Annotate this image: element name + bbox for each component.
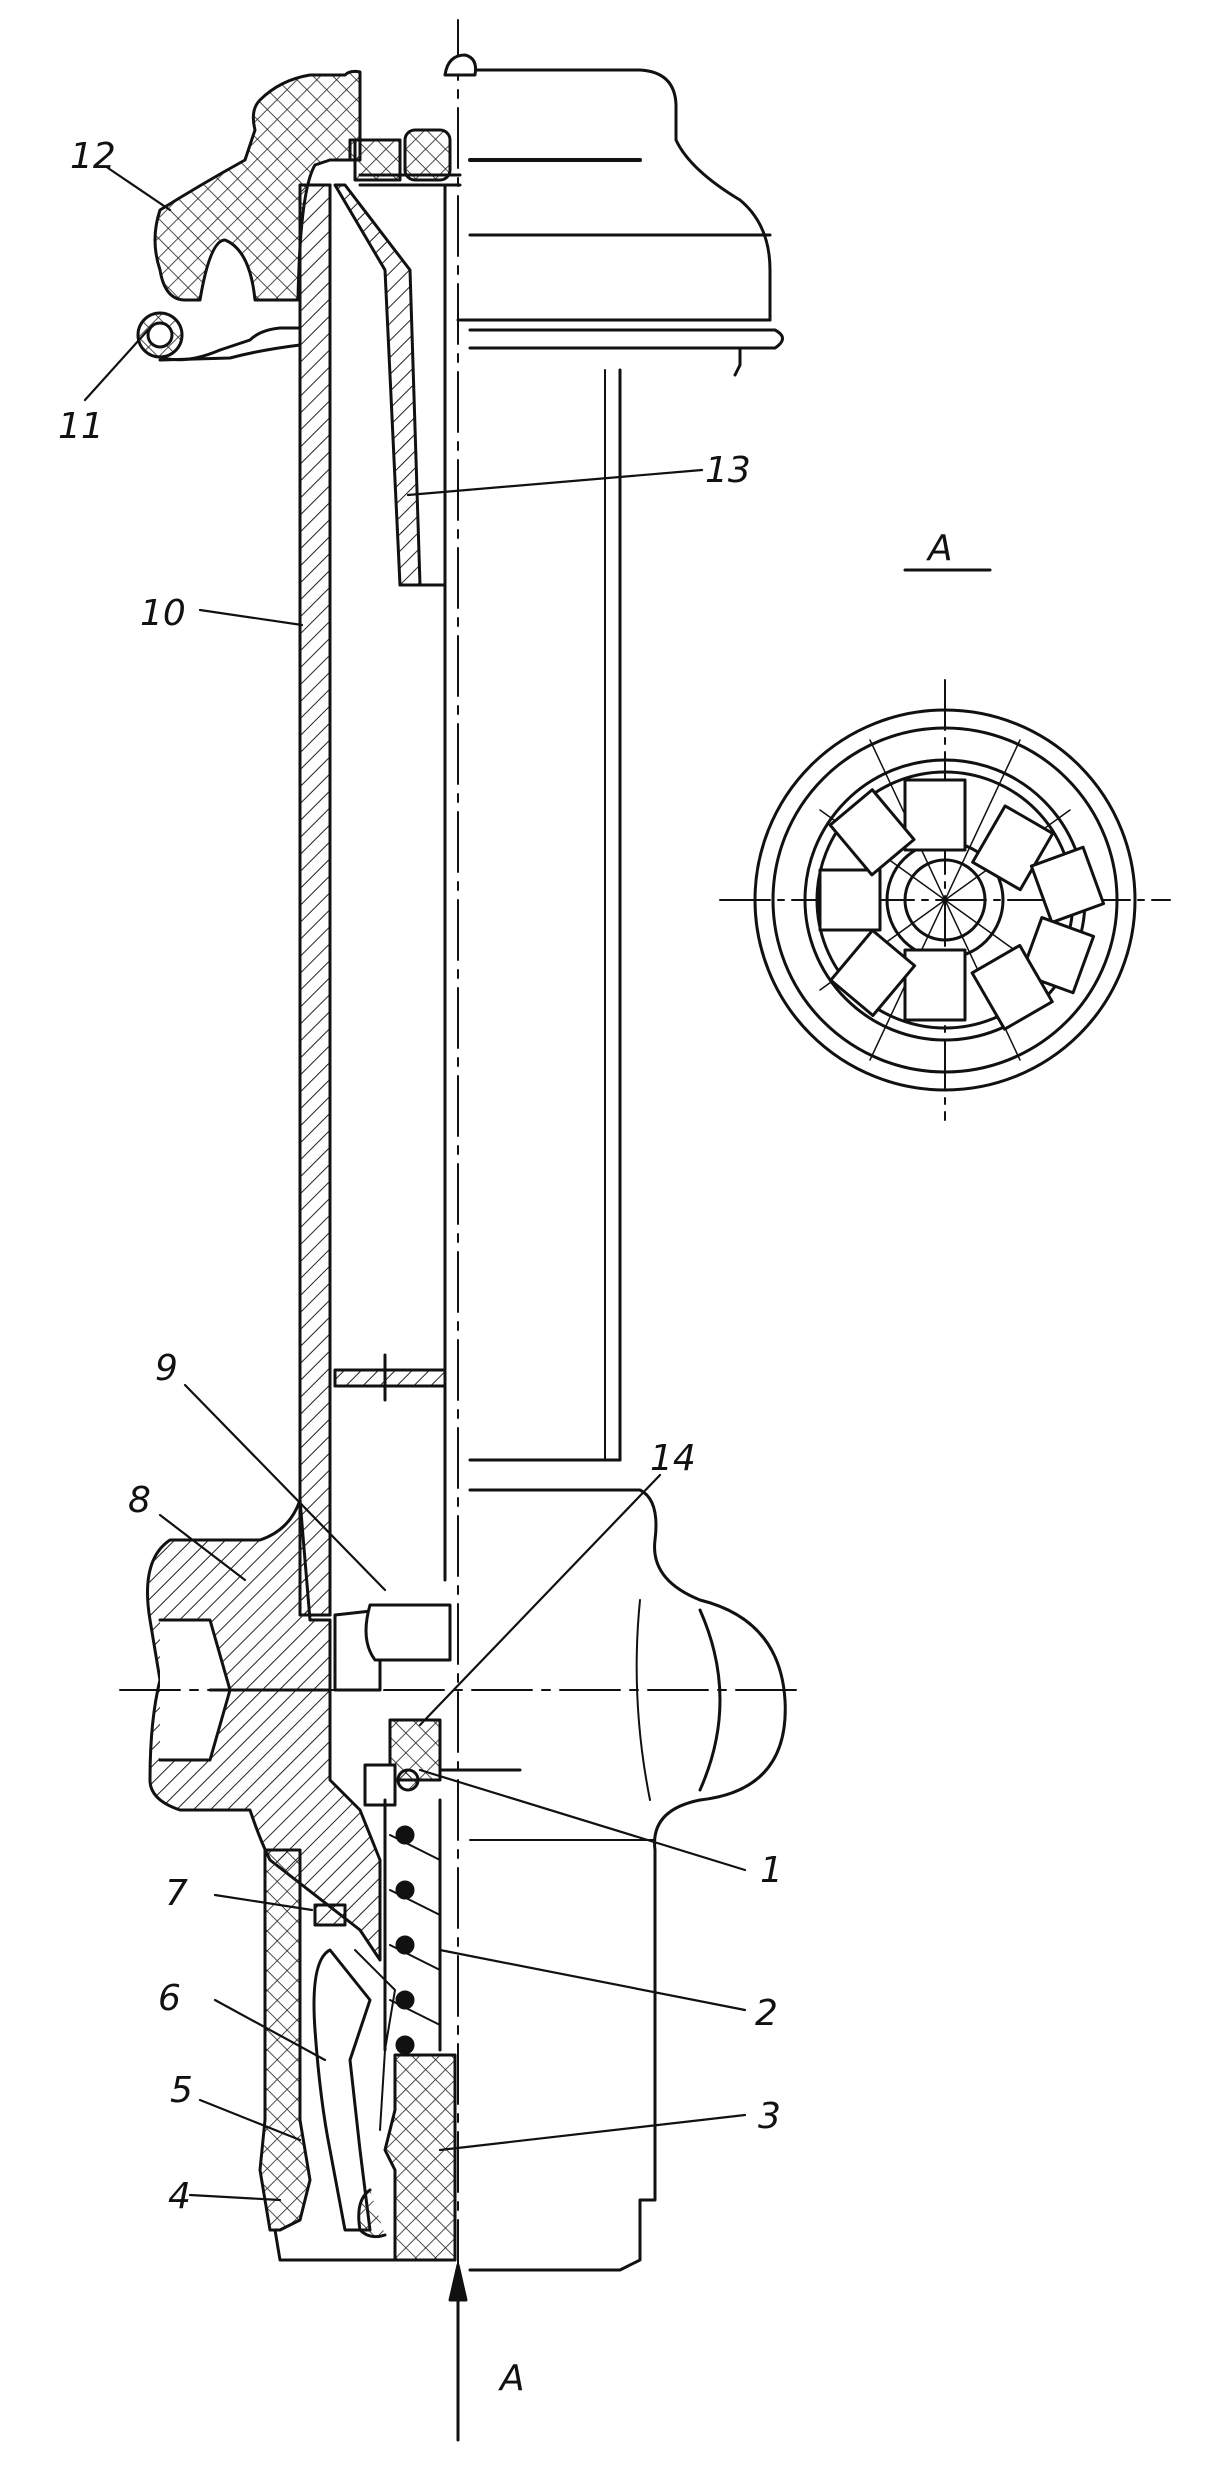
callout-12: 12 — [70, 136, 116, 177]
middle-spacer — [333, 1353, 447, 1402]
callout-10: 10 — [140, 593, 186, 634]
callout-3: 3 — [758, 2096, 781, 2137]
callout-6: 6 — [158, 1978, 181, 2019]
outer-tube-right — [468, 368, 622, 1462]
callout-4: 4 — [168, 2176, 191, 2217]
view-a — [719, 568, 1171, 1121]
callout-1: 1 — [760, 1850, 783, 1891]
tube-10 — [298, 183, 447, 1617]
view-title: A — [926, 528, 953, 569]
callout-2: 2 — [755, 1993, 778, 2034]
view-arrow-label: A — [498, 2358, 525, 2399]
callout-7: 7 — [165, 1873, 188, 1914]
leader-lines — [83, 166, 747, 2202]
top-head — [136, 53, 784, 377]
callout-5: 5 — [170, 2070, 193, 2111]
lower-body — [119, 1488, 801, 2272]
callout-labels: 12 11 13 10 9 8 14 1 2 3 7 6 5 4 A A — [58, 136, 953, 2399]
view-arrow — [448, 2263, 468, 2442]
callout-8: 8 — [128, 1480, 151, 1521]
callout-14: 14 — [650, 1438, 696, 1479]
callout-13: 13 — [705, 450, 751, 491]
deflector-13 — [333, 183, 447, 587]
callout-11: 11 — [58, 406, 104, 447]
callout-9: 9 — [155, 1348, 178, 1389]
